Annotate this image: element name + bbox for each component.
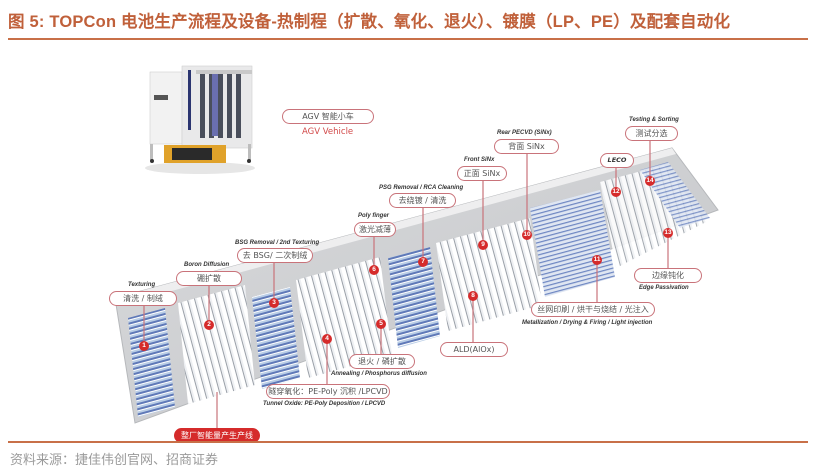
step-3-label: 去 BSG/ 二次制绒 <box>237 248 313 263</box>
step-7-en: PSG Removal / RCA Cleaning <box>379 185 464 191</box>
step-11-label: 丝网印刷 / 烘干与烧结 / 光注入 <box>531 302 655 317</box>
step-badge-4: 4 <box>322 334 332 344</box>
step-4-label: 隧穿氧化：PE-Poly 沉积 /LPCVD <box>266 384 390 399</box>
step-10-en: Rear PECVD (SiNx) <box>497 130 552 136</box>
boron-diffusion-furnaces <box>178 285 255 404</box>
step-14-label: 测试分选 <box>625 126 678 141</box>
step-7-label: 去绕镀 / 清洗 <box>389 193 456 208</box>
step-badge-6: 6 <box>369 265 379 275</box>
step-badge-10: 10 <box>522 230 532 240</box>
figure-title: 图 5: TOPCon 电池生产流程及设备-热制程（扩散、氧化、退火）、镀膜（L… <box>8 13 731 31</box>
step-2-en: Boron Diffusion <box>184 262 230 268</box>
step-2-label: 硼扩散 <box>176 271 242 286</box>
step-12-label: LECO <box>600 153 634 168</box>
step-14-en: Testing & Sorting <box>629 117 679 123</box>
metallization-lines <box>530 190 615 297</box>
step-9-label: 正面 SiNx <box>457 166 507 181</box>
texturing-equipment <box>128 308 175 417</box>
step-badge-14: 14 <box>645 176 655 186</box>
step-badge-11: 11 <box>592 255 602 265</box>
title-divider <box>8 38 808 40</box>
step-5-label: 退火 / 磷扩散 <box>349 354 415 369</box>
step-badge-2: 2 <box>204 320 214 330</box>
source-note: 资料来源：捷佳伟创官网、招商证券 <box>10 453 219 468</box>
step-badge-7: 7 <box>418 257 428 267</box>
step-10-label: 背面 SiNx <box>494 139 559 154</box>
step-3-en: BSG Removal / 2nd Texturing <box>235 240 320 246</box>
step-badge-13: 13 <box>663 228 673 238</box>
bsg-removal-equipment <box>252 287 300 389</box>
step-13-en: Edge Passivation <box>639 285 689 291</box>
step-badge-8: 8 <box>468 291 478 301</box>
agv-label: AGV 智能小车 <box>282 109 374 124</box>
rca-cleaning-equipment <box>388 247 440 348</box>
footer-divider <box>8 441 808 443</box>
step-badge-12: 12 <box>611 187 621 197</box>
step-1-en: Texturing <box>128 282 156 288</box>
factory-floor <box>114 147 719 424</box>
step-8-label: ALD(AlOx) <box>440 342 508 357</box>
step-badge-5: 5 <box>376 319 386 329</box>
agv-vehicle-image <box>145 65 255 174</box>
step-badge-1: 1 <box>139 341 149 351</box>
step-6-label: 激光减薄 <box>354 222 396 237</box>
step-1-label: 清洗 / 制绒 <box>109 291 177 306</box>
step-9-en: Front SiNx <box>464 157 495 163</box>
step-5-en: Annealing / Phosphorus diffusion <box>331 371 427 377</box>
step-6-en: Poly finger <box>358 213 390 219</box>
step-11-en: Metallization / Drying & Firing / Light … <box>522 320 653 326</box>
step-badge-9: 9 <box>478 240 488 250</box>
agv-label-en: AGV Vehicle <box>302 127 354 137</box>
step-13-label: 边缘钝化 <box>634 268 702 283</box>
pecvd-ald-equipment <box>436 218 542 331</box>
step-badge-3: 3 <box>269 298 279 308</box>
lpcvd-annealing-furnaces <box>296 257 392 378</box>
step-4-en: Tunnel Oxide: PE-Poly Deposition / LPCVD <box>263 401 386 407</box>
